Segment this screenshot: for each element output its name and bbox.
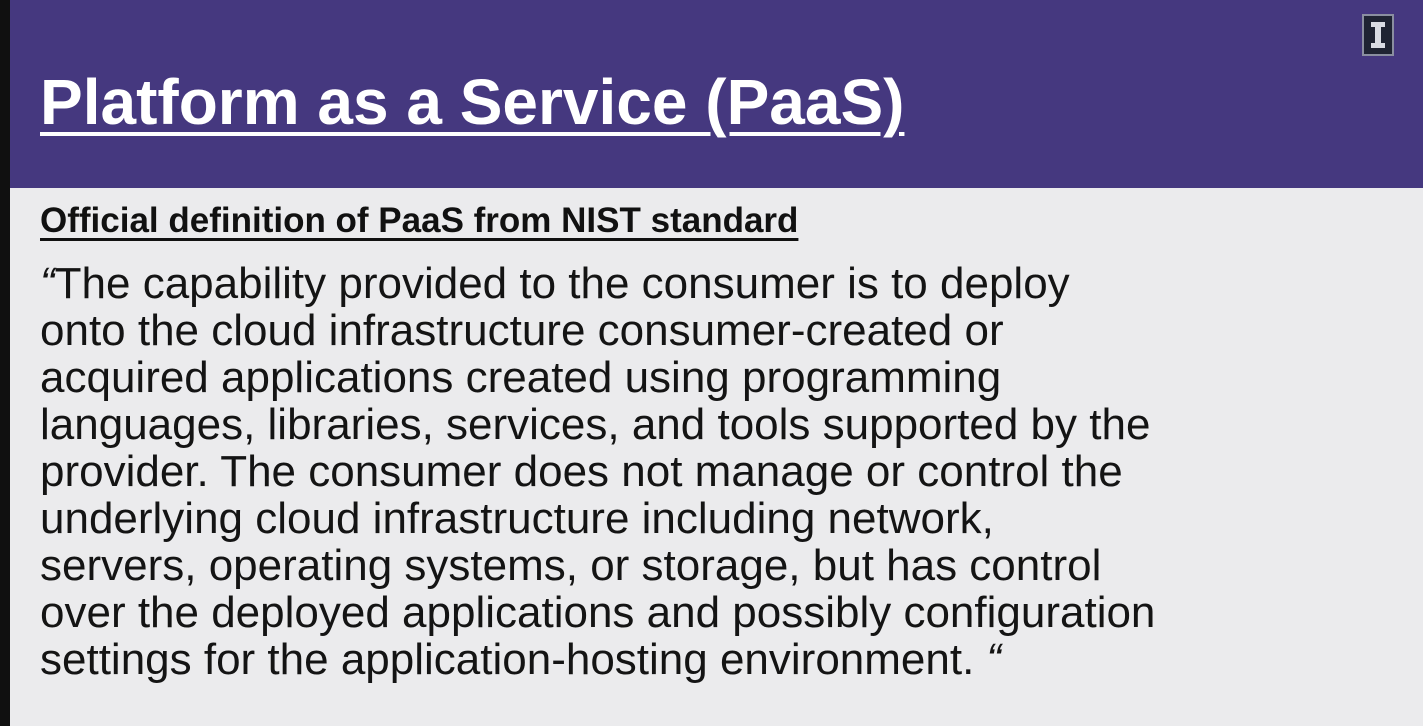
definition-heading: Official definition of PaaS from NIST st… — [40, 201, 799, 240]
close-quote-mark: “ — [986, 635, 1002, 684]
quote-line: languages, libraries, services, and tool… — [40, 400, 1151, 449]
quote-line-text: The capability provided to the consumer … — [54, 259, 1070, 308]
slide: Platform as a Service (PaaS) Official de… — [10, 0, 1423, 726]
quote-line: acquired applications created using prog… — [40, 353, 1002, 402]
quote-line: “The capability provided to the consumer… — [40, 260, 1410, 307]
quote-line: provider. The consumer does not manage o… — [40, 447, 1123, 496]
quote-line: onto the cloud infrastructure consumer-c… — [40, 306, 1004, 355]
definition-quote: “The capability provided to the consumer… — [40, 260, 1410, 683]
slide-header: Platform as a Service (PaaS) — [10, 0, 1423, 188]
quote-line: underlying cloud infrastructure includin… — [40, 494, 994, 543]
university-logo-icon — [1362, 14, 1394, 56]
quote-line: settings for the application-hosting env… — [40, 636, 1410, 683]
quote-line-text: settings for the application-hosting env… — [40, 635, 975, 684]
quote-line: over the deployed applications and possi… — [40, 588, 1156, 637]
open-quote-mark: “ — [40, 259, 55, 308]
slide-title: Platform as a Service (PaaS) — [40, 66, 905, 138]
quote-line: servers, operating systems, or storage, … — [40, 541, 1102, 590]
